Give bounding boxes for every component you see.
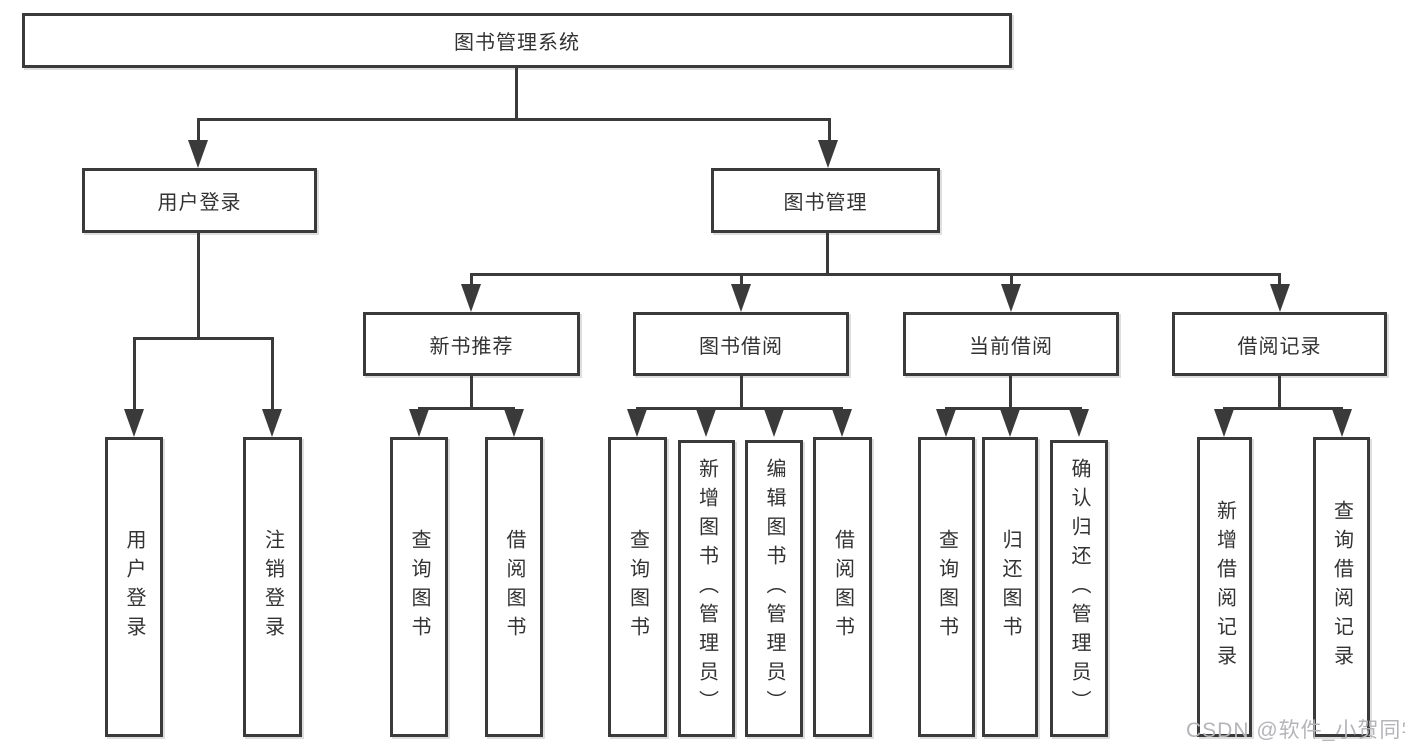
leaf-br-add-record-label: 新增借阅记录 bbox=[1213, 500, 1236, 674]
node-current-borrow: 当前借阅 bbox=[903, 312, 1119, 376]
connector-vline bbox=[1278, 376, 1281, 409]
leaf-nb-borrow-books: 借阅图书 bbox=[485, 437, 543, 737]
leaf-cb-query-books: 查询图书 bbox=[918, 437, 975, 737]
leaf-bb-query-books: 查询图书 bbox=[608, 437, 667, 737]
leaf-nb-query-books-label: 查询图书 bbox=[408, 529, 430, 645]
leaf-nb-borrow-books-label: 借阅图书 bbox=[503, 529, 525, 645]
leaf-bb-edit-books-label: 编辑图书（管理员） bbox=[763, 458, 785, 719]
connector-vline bbox=[515, 68, 518, 118]
arrow-down-icon bbox=[1000, 409, 1020, 437]
connector-vline bbox=[470, 273, 473, 286]
leaf-br-add-record: 新增借阅记录 bbox=[1197, 437, 1252, 737]
connector-vline bbox=[740, 376, 743, 409]
connector-vline bbox=[1278, 273, 1281, 286]
connector-vline bbox=[197, 233, 200, 340]
arrow-down-icon bbox=[696, 409, 716, 437]
leaf-cb-return-books-label: 归还图书 bbox=[999, 529, 1021, 645]
leaf-logout-label: 注销登录 bbox=[261, 529, 284, 645]
connector-vline bbox=[826, 233, 829, 275]
arrow-down-icon bbox=[832, 409, 852, 437]
leaf-bb-add-books: 新增图书（管理员） bbox=[678, 440, 735, 737]
node-user-login: 用户登录 bbox=[82, 168, 317, 233]
node-root-label: 图书管理系统 bbox=[454, 32, 580, 54]
leaf-bb-add-books-label: 新增图书（管理员） bbox=[695, 458, 718, 719]
arrow-down-icon bbox=[262, 409, 282, 437]
leaf-user-login: 用户登录 bbox=[105, 437, 163, 737]
node-book-management-label: 图书管理 bbox=[783, 192, 868, 214]
arrow-down-icon bbox=[764, 409, 784, 437]
connector-vline bbox=[740, 273, 743, 286]
leaf-cb-confirm-return-label: 确认归还（管理员） bbox=[1068, 458, 1090, 719]
connector-hline bbox=[945, 407, 1082, 410]
leaf-br-query-record: 查询借阅记录 bbox=[1313, 437, 1370, 737]
arrow-down-icon bbox=[1270, 284, 1290, 312]
arrow-down-icon bbox=[936, 409, 956, 437]
connector-hline bbox=[418, 407, 515, 410]
leaf-bb-query-books-label: 查询图书 bbox=[626, 529, 649, 645]
connector-vline bbox=[1009, 376, 1012, 409]
node-borrow-records-label: 借阅记录 bbox=[1237, 335, 1322, 358]
leaf-cb-query-books-label: 查询图书 bbox=[935, 529, 958, 645]
arrow-down-icon bbox=[504, 409, 524, 437]
arrow-down-icon bbox=[1001, 284, 1021, 312]
connector-vline bbox=[197, 118, 200, 144]
arrow-down-icon bbox=[124, 409, 144, 437]
node-new-book-recommend: 新书推荐 bbox=[363, 312, 580, 376]
leaf-br-query-record-label: 查询借阅记录 bbox=[1330, 500, 1353, 674]
leaf-bb-borrow-books: 借阅图书 bbox=[813, 437, 872, 737]
arrow-down-icon bbox=[1332, 409, 1352, 437]
node-current-borrow-label: 当前借阅 bbox=[969, 335, 1053, 358]
leaf-user-login-label: 用户登录 bbox=[123, 529, 145, 645]
node-new-book-recommend-label: 新书推荐 bbox=[429, 335, 514, 358]
arrow-down-icon bbox=[461, 284, 481, 312]
connector-hline bbox=[470, 273, 1281, 276]
node-book-borrow: 图书借阅 bbox=[633, 312, 849, 376]
arrow-down-icon bbox=[1214, 409, 1234, 437]
arrow-down-icon bbox=[1069, 409, 1089, 437]
connector-hline bbox=[197, 118, 831, 121]
leaf-bb-borrow-books-label: 借阅图书 bbox=[831, 529, 854, 645]
connector-vline bbox=[828, 118, 831, 144]
leaf-logout: 注销登录 bbox=[243, 437, 302, 737]
leaf-nb-query-books: 查询图书 bbox=[390, 437, 448, 737]
connector-vline bbox=[1010, 273, 1013, 286]
connector-vline bbox=[271, 337, 274, 411]
leaf-bb-edit-books: 编辑图书（管理员） bbox=[745, 440, 803, 737]
connector-hline bbox=[1223, 407, 1343, 410]
node-book-management: 图书管理 bbox=[711, 168, 940, 233]
arrow-down-icon bbox=[731, 284, 751, 312]
leaf-cb-return-books: 归还图书 bbox=[982, 437, 1038, 737]
arrow-down-icon bbox=[627, 409, 647, 437]
node-borrow-records: 借阅记录 bbox=[1172, 312, 1387, 376]
node-book-borrow-label: 图书借阅 bbox=[699, 335, 783, 358]
connector-vline bbox=[470, 376, 473, 409]
arrow-down-icon bbox=[188, 140, 208, 168]
watermark: CSDN @软件_小贺同学 bbox=[1186, 719, 1405, 742]
arrow-down-icon bbox=[818, 140, 838, 168]
arrow-down-icon bbox=[409, 409, 429, 437]
node-user-login-label: 用户登录 bbox=[157, 192, 242, 214]
node-root: 图书管理系统 bbox=[22, 13, 1012, 68]
connector-hline bbox=[636, 407, 843, 410]
connector-hline bbox=[133, 337, 274, 340]
connector-vline bbox=[133, 337, 136, 411]
leaf-cb-confirm-return: 确认归还（管理员） bbox=[1050, 440, 1108, 737]
